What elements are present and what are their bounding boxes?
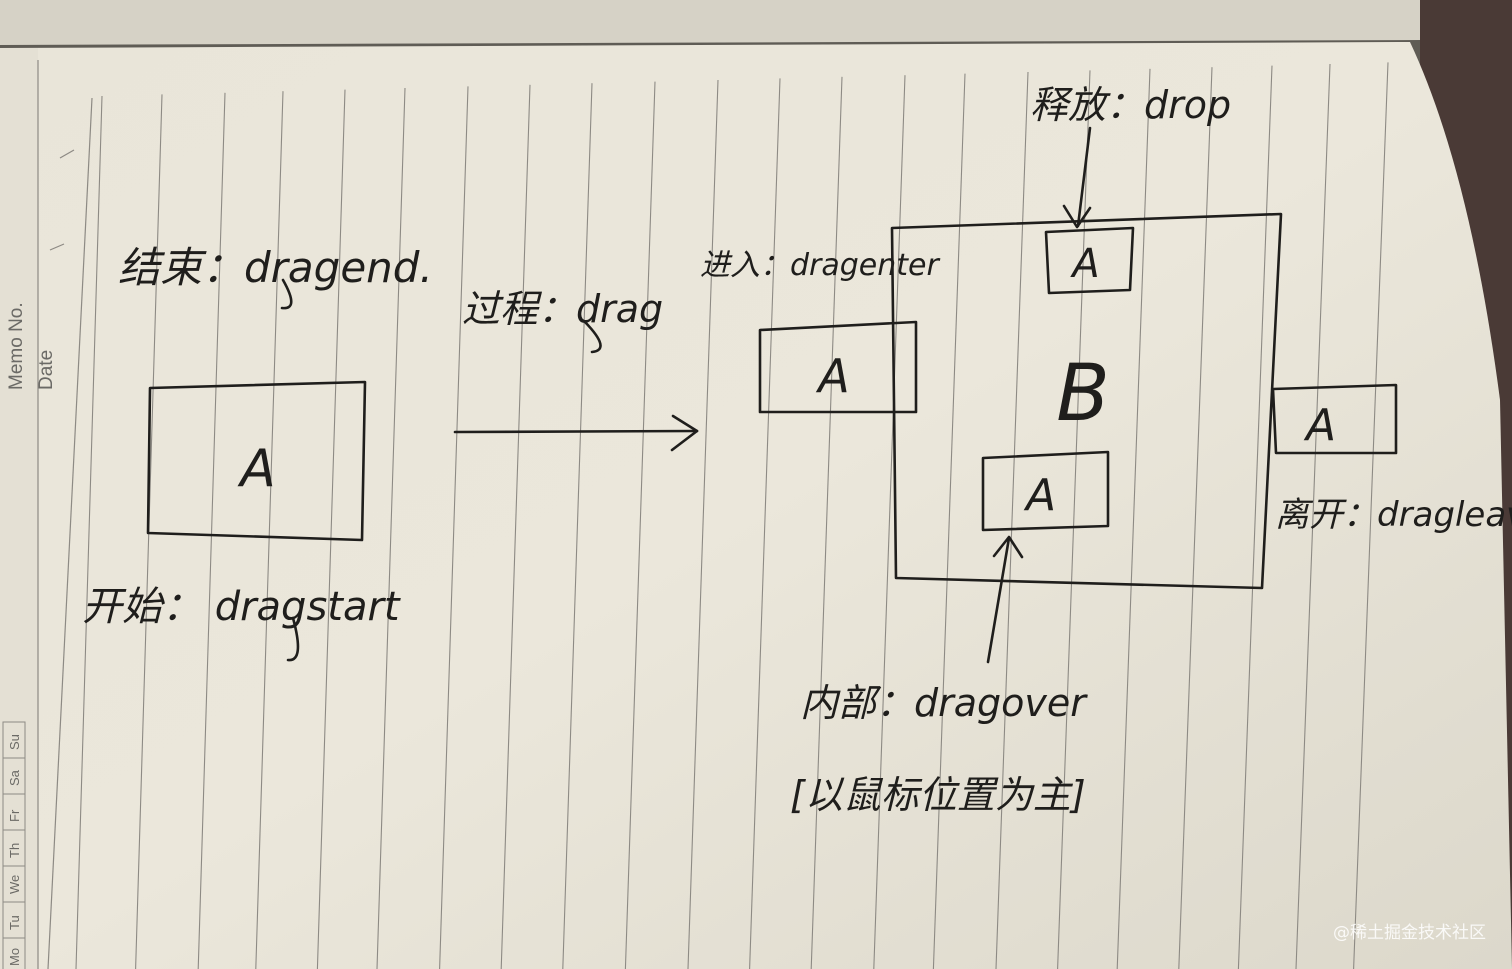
label-dragleave: 离开：dragleave. (1275, 495, 1512, 535)
rule-line (1295, 63, 1331, 969)
rule-line (624, 81, 656, 969)
target-box-b (890, 212, 1283, 590)
drag-arrow (453, 429, 699, 434)
rule-line (749, 78, 781, 969)
rule-line (500, 84, 531, 969)
dragover-arrow (986, 536, 1011, 664)
drop-box-a (1044, 226, 1135, 295)
dragend-hook (280, 278, 293, 310)
rule-line (47, 97, 93, 969)
rule-line (376, 87, 406, 969)
memo-label: Memo No. (6, 302, 27, 390)
label-drop: 释放：drop (1030, 83, 1231, 127)
date-label: Date (36, 350, 57, 390)
box-letters: A A A A A B (237, 241, 1336, 521)
letter-a-inside: A (1023, 470, 1056, 521)
weekday-label: Sa (7, 769, 22, 786)
rule-line (995, 71, 1029, 969)
margin-strip (0, 48, 38, 969)
weekday-label: Tu (7, 915, 22, 930)
watermark-text: @稀土掘金技术社区 (1333, 923, 1486, 943)
label-drag: 过程：drag (462, 287, 663, 331)
weekday-label: Fr (7, 809, 22, 822)
letter-a-entering: A (815, 349, 849, 403)
source-box-a (146, 380, 367, 542)
letter-a-drop: A (1069, 241, 1099, 287)
weekday-label: We (7, 875, 22, 894)
label-mouse-position-note: [以鼠标位置为主] (790, 773, 1086, 817)
letter-a-source: A (237, 439, 276, 499)
drop-arrow (1076, 126, 1092, 228)
label-dragend: 结束：dragend. (118, 243, 433, 292)
inside-box-a (981, 450, 1110, 532)
label-dragenter: 进入：dragenter (700, 248, 940, 283)
page-edge (0, 0, 1420, 45)
rule-line (810, 76, 843, 969)
rule-line (932, 73, 966, 969)
dragover-arrowhead (992, 535, 1024, 559)
event-labels: 结束：dragend. 开始： dragstart 过程：drag 进入：dra… (82, 83, 1512, 817)
label-dragover: 内部：dragover (800, 681, 1088, 725)
letter-b-target: B (1056, 349, 1110, 439)
notebook-page (0, 42, 1512, 969)
rule-line (75, 95, 103, 969)
dragstart-hook (286, 616, 300, 662)
date-tick (49, 243, 65, 251)
rule-line (562, 83, 593, 969)
letter-a-leaving: A (1303, 400, 1336, 451)
rule-line (316, 89, 346, 969)
drag-arrowhead (670, 414, 699, 452)
weekday-label: Mo (7, 948, 22, 966)
rule-line (687, 79, 719, 969)
rule-line (197, 92, 226, 969)
rule-line (439, 86, 469, 969)
rule-line (255, 91, 284, 969)
rule-line (1237, 65, 1273, 969)
leaving-box-a (1271, 383, 1398, 455)
entering-box-a (758, 320, 918, 414)
diagram (146, 126, 1398, 664)
memo-tick (59, 149, 75, 159)
drop-arrowhead (1062, 204, 1092, 229)
rule-line (873, 75, 906, 969)
weekday-box (2, 937, 26, 969)
weekday-label: Su (7, 734, 22, 750)
drag-hook (583, 320, 602, 354)
label-dragstart: 开始： dragstart (82, 584, 401, 630)
weekday-label: Th (7, 843, 22, 858)
rule-line (1353, 62, 1389, 969)
